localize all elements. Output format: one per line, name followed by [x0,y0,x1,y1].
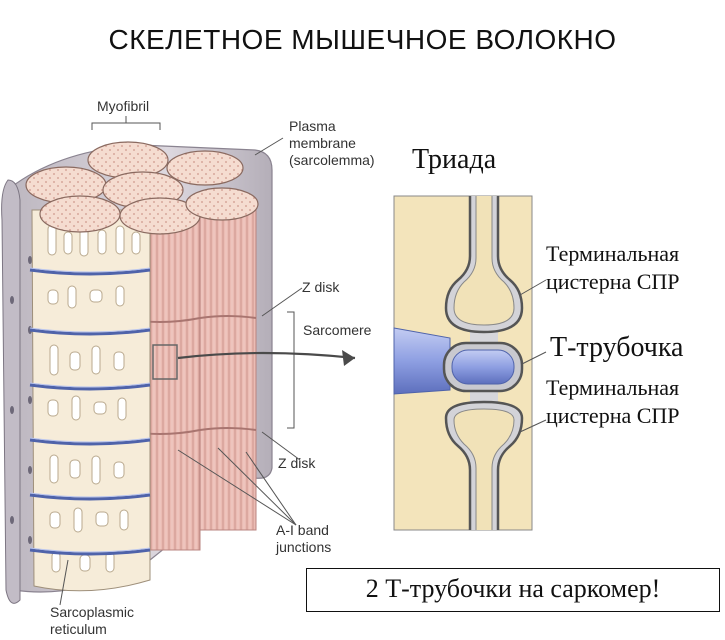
t-tubule-highlights [29,267,151,553]
sarcolemma-edge [1,179,21,604]
label-sarcomere: Sarcomere [303,322,372,338]
triad-panel [393,195,547,531]
myofibril-cross-sections [25,141,259,235]
label-z-disk-top: Z disk [302,279,340,295]
label-sarcoplasmic-reticulum: Sarcoplasmic reticulum [50,604,134,638]
label-terminal-cistern-top: Терминальная цистерна СПР [546,240,680,296]
label-plasma-line1: Plasma [289,118,336,134]
label-tc-bottom-line2: цистерна СПР [546,403,680,428]
t-tubule-bands [29,268,151,556]
label-plasma-line3: (sarcolemma) [289,152,375,168]
myofibril-striated-1 [197,209,257,531]
magnified-region-box [152,344,178,380]
label-tc-bottom-line1: Терминальная [546,375,680,400]
label-plasma-membrane: Plasma membrane (sarcolemma) [289,118,375,169]
sr-holes [47,224,141,573]
label-sr-line2: reticulum [50,621,107,637]
page-title: СКЕЛЕТНОЕ МЫШЕЧНОЕ ВОЛОКНО [108,24,617,55]
label-ai-line2: junctions [276,539,332,555]
zoom-arrow [177,350,356,366]
label-triad-title: Триада [412,144,497,175]
label-terminal-cistern-bottom: Терминальная цистерна СПР [546,374,680,430]
leader-lines [59,116,303,606]
sarcomere-note: 2 Т-трубочки на саркомер! [306,568,720,612]
label-tc-top-line1: Терминальная [546,241,680,266]
label-ai-band-junctions: A-I band junctions [276,522,331,556]
label-plasma-line2: membrane [289,135,356,151]
label-z-disk-bottom: Z disk [278,455,316,471]
muscle-fiber-cylinder [1,141,273,604]
label-tc-top-line2: цистерна СПР [546,269,680,294]
label-myofibril: Myofibril [97,98,150,114]
label-ai-line1: A-I band [276,522,329,538]
membrane-pores [10,256,32,544]
label-sr-line1: Sarcoplasmic [50,604,135,620]
triad-t-tubule [393,327,451,395]
label-t-tubule: Т-трубочка [550,332,684,363]
